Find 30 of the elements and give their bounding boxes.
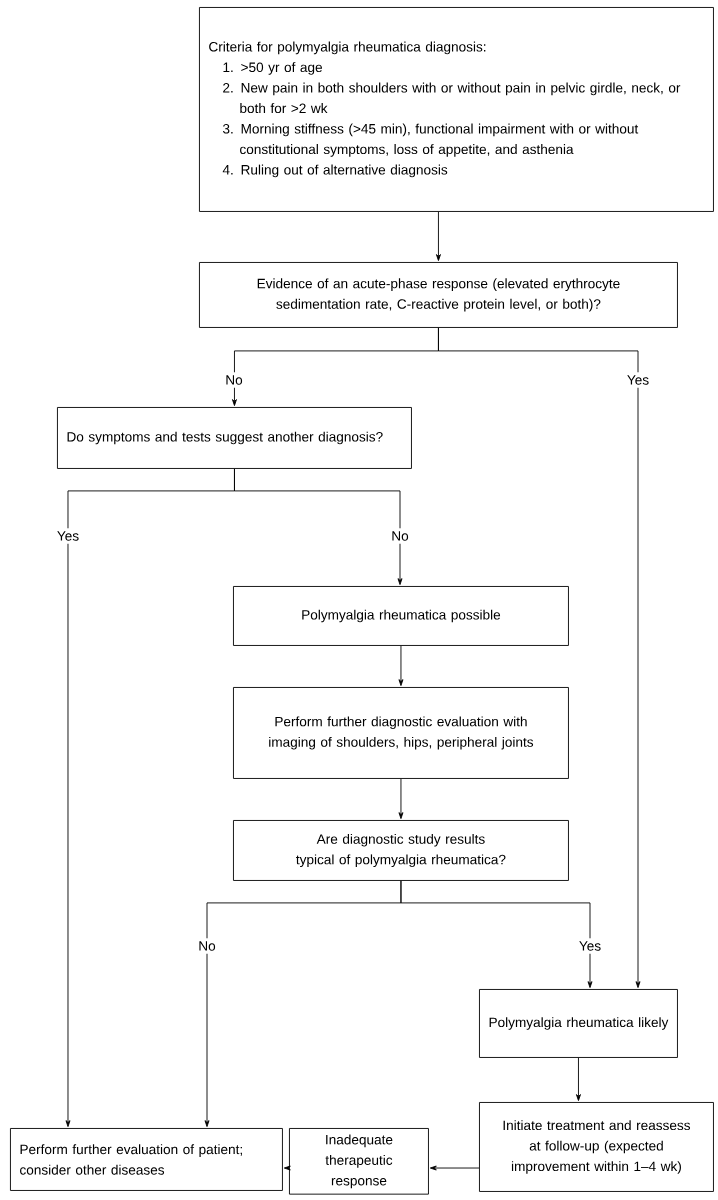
arrow [576,1057,581,1102]
decision-box: Evidence of an acute-phase response (elevated erythrocyte sedimentation rate, C-reactive protein level, or both)? [199,262,678,328]
edge-label: No [222,372,246,388]
process-box: Perform further evaluation of patient; consider other diseases [10,1128,283,1191]
decision-box: Do symptoms and tests suggest another diagnosis? [57,407,412,469]
edge-label: Yes [53,528,83,544]
edge-label: No [388,528,412,544]
edge-label: Yes [623,372,653,388]
edge-label: Yes [575,938,605,954]
arrow [429,1165,480,1171]
process-box: Polymyalgia rheumatica likely [479,989,678,1058]
list-item: 1. >50 yr of age [223,62,322,75]
process-box: Inadequate therapeutic response [289,1128,429,1195]
process-box: Initiate treatment and reassess at follow-up (expected improvement within 1–4 wk) [479,1102,714,1192]
decision-box: Are diagnostic study results typical of polymyalgia rheumatica? [233,820,569,881]
heading: Criteria for polymyalgia rheumatica diagnosis: [209,41,486,55]
list-item: 2. New pain in both shoulders with or without pain in pelvic girdle, neck, or both for >2 wk [223,82,681,114]
arrow [283,1165,291,1171]
list-item: 4. Ruling out of alternative diagnosis [222,164,448,178]
list-item: 3. Morning stiffness (>45 min), functional impairment with or without constitutional symptoms, loss of appetite, and asthenia [222,123,639,157]
arrow [234,468,403,586]
arrow [400,880,593,989]
process-box: Polymyalgia rheumatica possible [233,586,569,646]
arrow [438,327,641,989]
arrow [398,778,404,820]
edge-label: No [195,938,219,954]
criteria-box [199,7,714,212]
process-box: Perform further diagnostic evaluation with imaging of shoulders, hips, peripheral joints [233,687,569,779]
arrow [436,211,441,262]
arrow [398,645,404,687]
